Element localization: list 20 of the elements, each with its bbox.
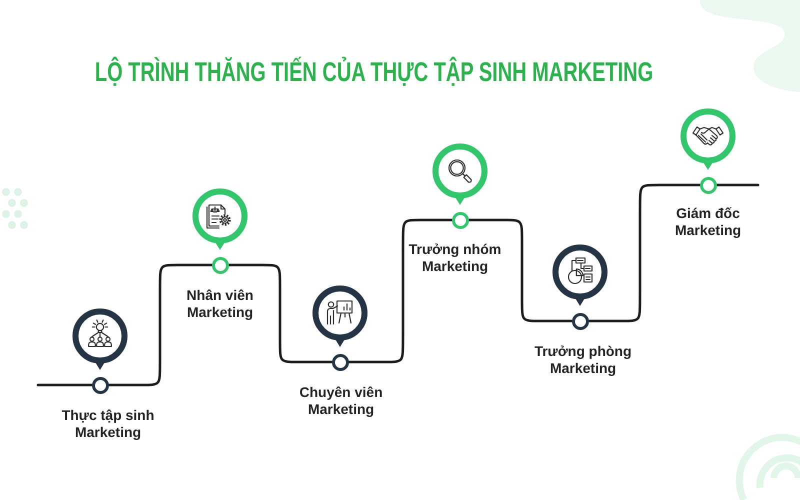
stage-label: Thực tập sinh Marketing [60, 407, 156, 441]
stage-label: Giám đốc Marketing [674, 205, 742, 239]
station-ring [572, 312, 588, 330]
station-ring [452, 212, 468, 228]
timeline-line [347, 218, 453, 364]
timeline-line [587, 184, 701, 322]
timeline-line [36, 384, 93, 386]
timeline-line [715, 184, 760, 186]
title: LỘ TRÌNH THĂNG TIẾN CỦA THỰC TẬP SINH MARKETING [94, 56, 654, 88]
station-ring [92, 376, 108, 394]
station-ring [332, 354, 348, 370]
timeline-line [227, 264, 333, 364]
stage-label: Trưởng phòng Marketing [533, 343, 633, 377]
stage-label: Nhân viên Marketing [186, 287, 254, 321]
timeline-line [467, 218, 573, 322]
stage-label: Trưởng nhóm Marketing [408, 241, 502, 275]
station-ring [700, 176, 716, 194]
stage-label: Chuyên viên Marketing [298, 384, 384, 418]
station-ring [212, 256, 228, 274]
timeline-line [107, 264, 213, 386]
